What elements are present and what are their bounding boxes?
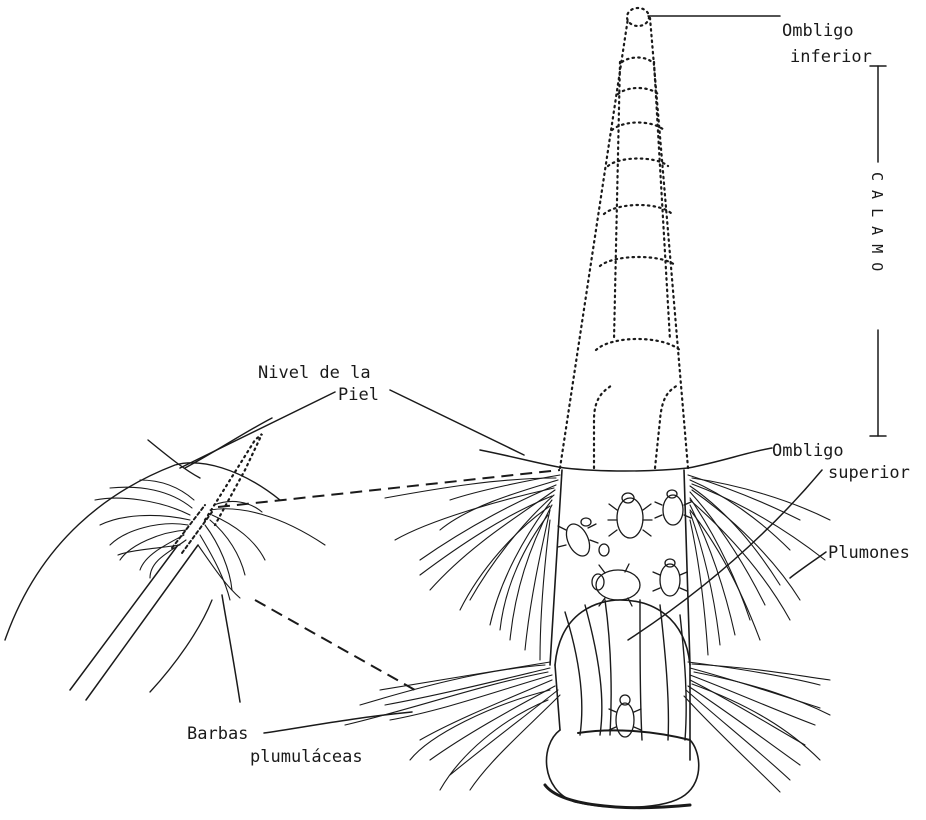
- barbas-leader: [264, 712, 412, 733]
- ombligo-superior-leader: [628, 470, 822, 640]
- calamo-label: C A L A M O: [868, 172, 886, 271]
- nivel-piel-leader-right: [390, 390, 524, 455]
- nivel-piel-label-1: Nivel de la: [258, 363, 371, 383]
- ombligo-inferior-label-2: inferior: [790, 47, 872, 67]
- calamus: [560, 8, 688, 468]
- plumones-leader: [790, 552, 826, 578]
- ombligo-superior-label-1: Ombligo: [772, 441, 844, 461]
- zoom-line-upper: [218, 470, 560, 507]
- zoom-line-lower: [255, 600, 415, 690]
- ombligo-superior-label-2: superior: [828, 463, 910, 483]
- nivel-piel-label-2: Piel: [338, 385, 379, 405]
- downs-left: [385, 475, 560, 660]
- barbas-label-2: plumuláceas: [250, 747, 363, 767]
- barbas-label-1: Barbas: [187, 724, 248, 744]
- skin-overview-sketch: [5, 418, 325, 702]
- ombligo-inferior-label-1: Ombligo: [782, 21, 854, 41]
- plumulaceous-barbs-right: [684, 662, 830, 792]
- plumulaceous-barbs-left: [345, 662, 560, 790]
- mites-group: [558, 490, 691, 737]
- plumones-label: Plumones: [828, 543, 910, 563]
- skin-surface: [480, 448, 772, 471]
- nivel-piel-leader-left: [180, 392, 335, 468]
